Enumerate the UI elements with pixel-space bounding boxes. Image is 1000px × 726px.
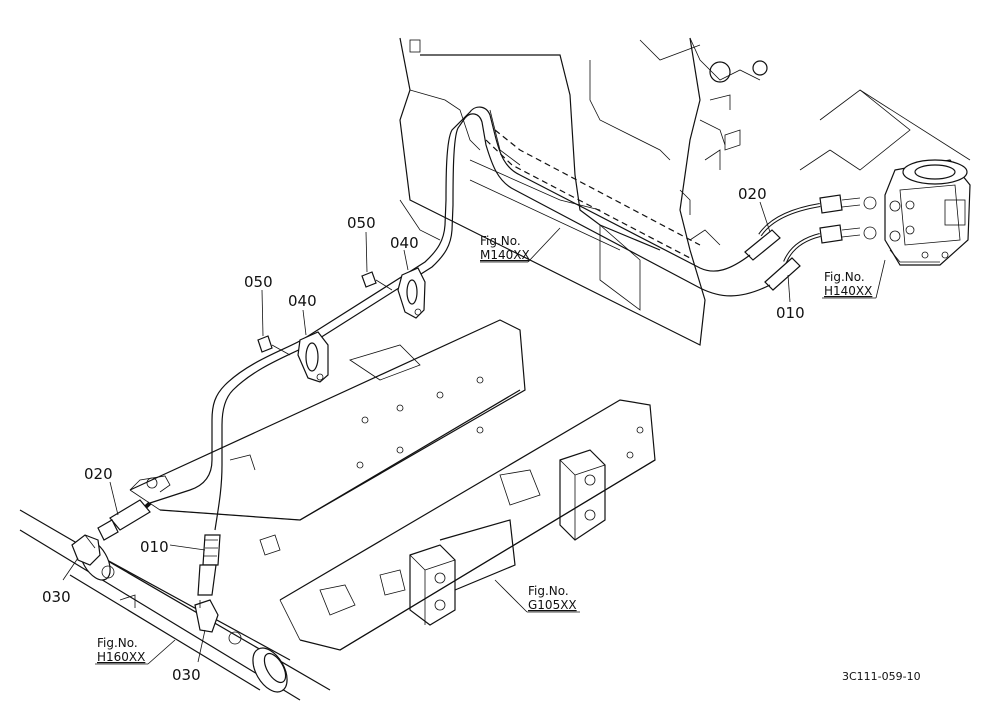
label-020-upper: 020	[738, 185, 767, 203]
hose-010-upper	[764, 233, 821, 291]
leader-lines	[62, 201, 886, 665]
elbow-030-left	[71, 534, 101, 566]
label-040-lower: 040	[288, 292, 317, 310]
fig-ref-g105-line1: Fig.No.	[528, 584, 569, 598]
steering-pump	[884, 159, 971, 266]
fig-ref-m140-line1: Fig.No.	[480, 234, 521, 248]
label-040-upper: 040	[390, 234, 419, 252]
bolt-050-lower	[257, 335, 291, 356]
fig-ref-h160-line2: H160XX	[97, 650, 145, 664]
label-050-lower: 050	[244, 273, 273, 291]
elbow-030-lower	[194, 599, 219, 633]
steering-cylinder	[19, 509, 331, 701]
label-020-lower: 020	[84, 465, 113, 483]
label-010-upper: 010	[776, 304, 805, 322]
steering-pipes	[149, 106, 771, 531]
label-030-left: 030	[42, 588, 71, 606]
label-030-lower: 030	[172, 666, 201, 684]
bolt-050-upper	[361, 271, 393, 291]
hose-020-upper	[744, 203, 821, 261]
drawing-code: 3C111-059-10	[842, 670, 921, 683]
fig-ref-m140-line2: M140XX	[480, 248, 530, 262]
hose-020-lower	[97, 499, 152, 541]
clamp-040-upper	[397, 267, 426, 319]
fig-ref-g105-line2: G105XX	[528, 598, 577, 612]
front-axle-frame	[129, 319, 656, 651]
fig-ref-h140-line1: Fig.No.	[824, 270, 865, 284]
pump-fittings	[819, 194, 901, 244]
label-050-upper: 050	[347, 214, 376, 232]
fig-ref-h140-line2: H140XX	[824, 284, 872, 298]
hose-010-lower	[197, 534, 221, 596]
fig-ref-h160-line1: Fig.No.	[97, 636, 138, 650]
label-010-lower: 010	[140, 538, 169, 556]
transmission-housing	[399, 37, 971, 346]
clamp-040-lower	[297, 331, 329, 383]
